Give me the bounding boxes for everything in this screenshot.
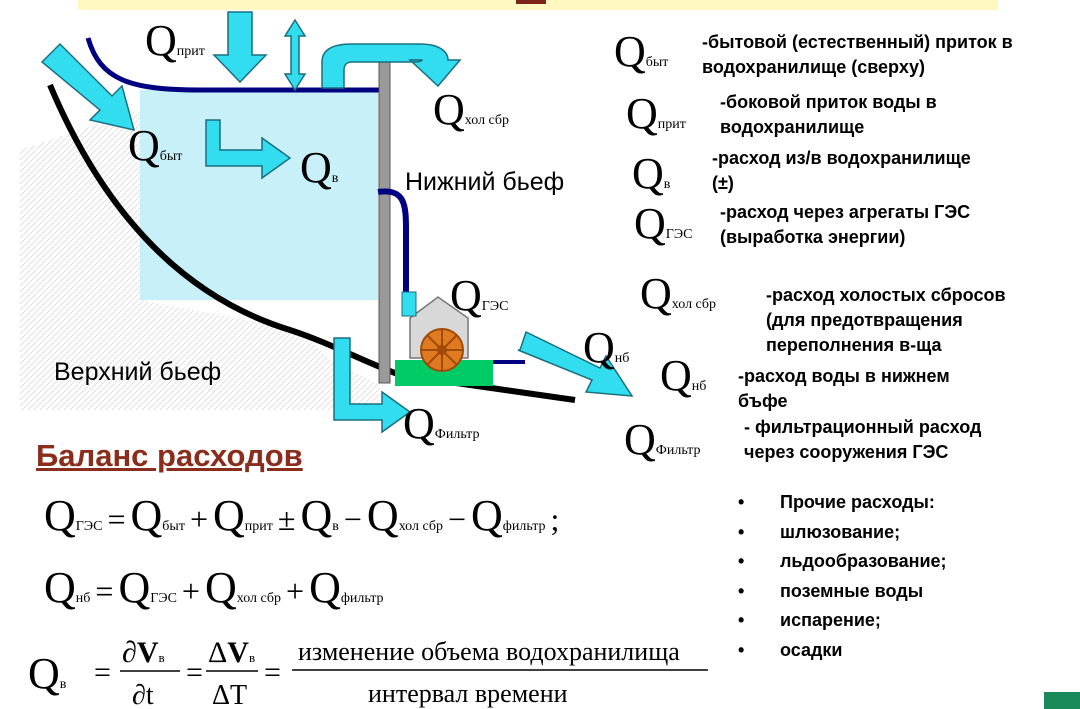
svg-text:=: = bbox=[94, 656, 111, 689]
ground-line bbox=[47, 83, 576, 403]
equation-volume-change: Qв = ∂Vв ∂t = ΔVв ΔT = изменение объема … bbox=[28, 636, 708, 709]
q-ges-label: QГЭС bbox=[450, 271, 508, 320]
reservoir-change-arrow bbox=[205, 119, 292, 180]
q-prit-label: Qприт bbox=[145, 16, 205, 65]
top-title-bar-mark bbox=[516, 0, 546, 4]
q-nb-label: Qнб bbox=[583, 323, 629, 372]
legend-q-filtr: QФильтр bbox=[624, 415, 701, 464]
legend-q-prit: Qприт bbox=[626, 89, 686, 138]
bank-hatching bbox=[20, 110, 380, 410]
corner-logo bbox=[1044, 692, 1080, 709]
legend-q-v: Qв bbox=[632, 149, 671, 198]
q-hol-sbr-label: Qхол сбр bbox=[433, 85, 509, 134]
balance-title: Баланс расходов bbox=[36, 438, 303, 473]
list-item: испарение; bbox=[738, 606, 947, 636]
legend-desc-hol-sbr: -расход холостых сбросов(для предотвраще… bbox=[766, 285, 1006, 355]
svg-text:=: = bbox=[186, 656, 203, 689]
legend-q-nb: Qнб bbox=[660, 351, 707, 400]
lower-pool-label: Нижний бьеф bbox=[405, 168, 564, 196]
side-inflow-arrow bbox=[212, 11, 268, 84]
list-item: льдообразование; bbox=[738, 547, 947, 577]
turbine-inlet bbox=[401, 291, 417, 317]
svg-text:Qв: Qв bbox=[28, 649, 67, 698]
level-change-double-arrow bbox=[283, 18, 307, 92]
equation-nb-balance: Qнб=QГЭС+Qхол сбр+Qфильтр bbox=[44, 563, 384, 612]
legend-desc-v: -расход из/в водохранилище(±) bbox=[712, 148, 971, 193]
lower-pool-arrow bbox=[517, 330, 634, 397]
legend-desc-ges: -расход через агрегаты ГЭС(выработка эне… bbox=[720, 202, 971, 247]
top-title-bar bbox=[78, 0, 998, 10]
list-item: Прочие расходы: bbox=[738, 488, 947, 518]
q-v-label: Qв bbox=[300, 143, 339, 192]
dam-wall bbox=[378, 57, 391, 384]
natural-inflow-channel bbox=[85, 37, 386, 93]
legend-q-ges: QГЭС bbox=[634, 199, 693, 248]
svg-text:интервал времени: интервал времени bbox=[368, 679, 568, 708]
svg-text:∂t: ∂t bbox=[132, 680, 154, 709]
natural-inflow-arrow bbox=[40, 42, 136, 132]
upper-pool-label: Верхний бьеф bbox=[54, 358, 221, 386]
svg-text:=: = bbox=[264, 656, 281, 689]
other-expenses-list: Прочие расходы: шлюзование; льдообразова… bbox=[738, 488, 947, 665]
svg-text:ΔT: ΔT bbox=[212, 680, 247, 709]
turbine-wheel-icon bbox=[420, 328, 464, 372]
legend-q-hol-sbr: Qхол сбр bbox=[640, 269, 717, 318]
list-item: осадки bbox=[738, 636, 947, 666]
list-item: шлюзование; bbox=[738, 518, 947, 548]
filtration-arrow bbox=[333, 337, 412, 434]
equation-ges-balance: QГЭС=Qбыт+Qприт±Qв−Qхол сбр−Qфильтр; bbox=[44, 491, 560, 540]
q-byt-label: Qбыт bbox=[128, 121, 182, 170]
list-item: поземные воды bbox=[738, 577, 947, 607]
reservoir-water bbox=[140, 90, 378, 300]
svg-text:∂Vв: ∂Vв bbox=[122, 636, 165, 669]
q-filtr-label: QФильтр bbox=[403, 399, 479, 448]
svg-text:ΔVв: ΔVв bbox=[208, 636, 255, 669]
legend-q-byt: Qбыт bbox=[614, 27, 669, 76]
idle-discharge-arrow bbox=[321, 43, 462, 89]
svg-text:изменение объема водохранилища: изменение объема водохранилища bbox=[298, 637, 680, 666]
hydro-unit-pipe bbox=[377, 188, 409, 300]
